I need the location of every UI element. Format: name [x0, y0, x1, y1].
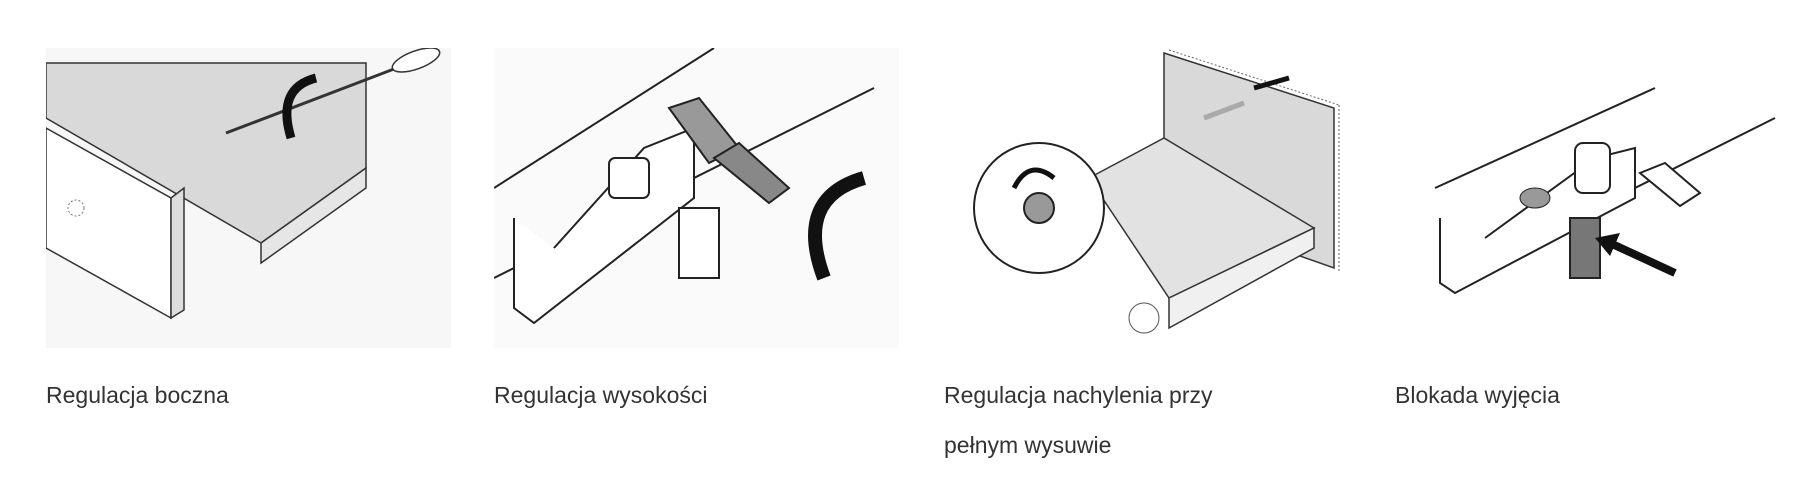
feature-caption: Regulacja wysokości	[494, 382, 708, 408]
height-adjustment-illustration	[494, 48, 899, 348]
feature-height-adjustment: Regulacja wysokości	[494, 48, 899, 420]
tilt-adjustment-illustration	[944, 48, 1349, 348]
feature-caption: Blokada wyjęcia	[1395, 382, 1560, 408]
removal-lock-illustration	[1395, 48, 1800, 348]
feature-removal-lock: Blokada wyjęcia	[1395, 48, 1800, 420]
side-adjustment-illustration	[46, 48, 451, 348]
feature-caption: Regulacja nachylenia przy pełnym wysuwie	[944, 382, 1213, 458]
feature-caption: Regulacja boczna	[46, 382, 229, 408]
feature-side-adjustment: Regulacja boczna	[46, 48, 451, 420]
feature-tilt-adjustment: Regulacja nachylenia przy pełnym wysuwie	[944, 48, 1349, 470]
